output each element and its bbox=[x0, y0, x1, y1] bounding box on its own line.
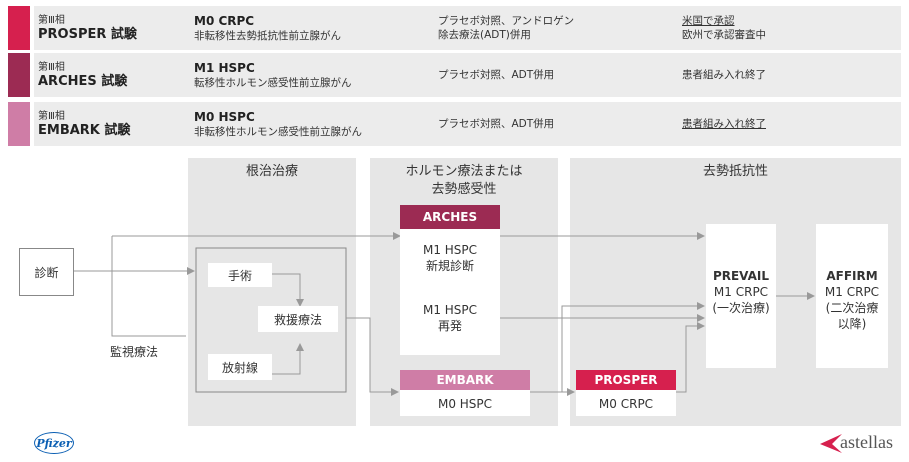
arches-line: M1 HSPC bbox=[422, 243, 478, 257]
design-text: プラセボ対照、アンドロゲン bbox=[438, 15, 575, 27]
design-text: プラセボ対照、ADT併用 bbox=[438, 118, 555, 130]
astellas-logo: astellas bbox=[818, 428, 909, 458]
trial-row-prosper: 第Ⅲ相 PROSPER 試験 M0 CRPC 非転移性去勢抵抗性前立腺がん プラ… bbox=[8, 6, 901, 50]
affirm-title: AFFIRM bbox=[826, 269, 878, 283]
phase-label: 第Ⅲ相 bbox=[38, 110, 65, 122]
status-text: 欧州で承認審査中 bbox=[682, 29, 766, 41]
indication-desc: 非転移性去勢抵抗性前立腺がん bbox=[194, 29, 341, 42]
embark-box: EMBARK M0 HSPC bbox=[400, 370, 530, 416]
prosper-box: PROSPER M0 CRPC bbox=[576, 370, 676, 416]
column-curative bbox=[188, 158, 356, 426]
trial-row-cells: 第Ⅲ相 PROSPER 試験 M0 CRPC 非転移性去勢抵抗性前立腺がん プラ… bbox=[34, 6, 901, 50]
column-title-hormone: ホルモン療法または 去勢感受性 bbox=[405, 164, 523, 197]
indication-code: M1 HSPC bbox=[194, 60, 255, 75]
indication-desc: 転移性ホルモン感受性前立腺がん bbox=[194, 76, 352, 89]
trial-name: EMBARK 試験 bbox=[38, 122, 131, 138]
status-link[interactable]: 患者組み入れ終了 bbox=[682, 118, 766, 130]
prevail-line: (一次治療) bbox=[712, 301, 770, 315]
indication-code: M0 HSPC bbox=[194, 109, 255, 124]
prosper-tag: PROSPER bbox=[576, 370, 676, 390]
prosper-line: M0 CRPC bbox=[598, 397, 654, 411]
column-title-resistant: 去勢抵抗性 bbox=[702, 164, 768, 179]
affirm-box: AFFIRM M1 CRPC (二次治療 以降) bbox=[816, 224, 888, 368]
phase-label: 第Ⅲ相 bbox=[38, 61, 65, 73]
trial-name: ARCHES 試験 bbox=[38, 73, 128, 89]
trial-row-cells: 第Ⅲ相 ARCHES 試験 M1 HSPC 転移性ホルモン感受性前立腺がん プラ… bbox=[34, 53, 901, 97]
trial-name: PROSPER 試験 bbox=[38, 26, 137, 42]
affirm-line: M1 CRPC bbox=[824, 285, 880, 299]
trial-row-arches: 第Ⅲ相 ARCHES 試験 M1 HSPC 転移性ホルモン感受性前立腺がん プラ… bbox=[8, 53, 901, 97]
color-swatch bbox=[8, 53, 30, 97]
affirm-line: 以降) bbox=[837, 317, 867, 331]
diagnosis-box: 診断 bbox=[19, 248, 74, 296]
prevail-box: PREVAIL M1 CRPC (一次治療) bbox=[706, 224, 776, 368]
trial-row-embark: 第Ⅲ相 EMBARK 試験 M0 HSPC 非転移性ホルモン感受性前立腺がん プ… bbox=[8, 102, 901, 146]
phase-label: 第Ⅲ相 bbox=[38, 14, 65, 26]
radiation-box: 放射線 bbox=[208, 354, 272, 380]
arches-box: ARCHES M1 HSPC 新規診断 M1 HSPC 再発 bbox=[400, 205, 500, 355]
status-text: 患者組み入れ終了 bbox=[682, 69, 766, 81]
arches-line: M1 HSPC bbox=[422, 303, 478, 317]
surgery-box: 手術 bbox=[208, 263, 272, 287]
prevail-title: PREVAIL bbox=[712, 269, 770, 283]
prevail-line: M1 CRPC bbox=[713, 285, 769, 299]
embark-line: M0 HSPC bbox=[437, 397, 493, 411]
color-swatch bbox=[8, 102, 30, 146]
arches-tag: ARCHES bbox=[400, 205, 500, 229]
salvage-box: 救援療法 bbox=[258, 306, 338, 332]
trial-row-cells: 第Ⅲ相 EMBARK 試験 M0 HSPC 非転移性ホルモン感受性前立腺がん プ… bbox=[34, 102, 901, 146]
affirm-line: (二次治療 bbox=[825, 301, 879, 315]
indication-code: M0 CRPC bbox=[194, 13, 255, 28]
arches-line: 再発 bbox=[437, 319, 462, 333]
indication-desc: 非転移性ホルモン感受性前立腺がん bbox=[194, 125, 362, 138]
surveillance-label: 監視療法 bbox=[110, 345, 159, 359]
design-text: プラセボ対照、ADT併用 bbox=[438, 69, 555, 81]
color-swatch bbox=[8, 6, 30, 50]
embark-tag: EMBARK bbox=[400, 370, 530, 390]
status-link[interactable]: 米国で承認 bbox=[682, 15, 735, 27]
column-title-curative: 根治治療 bbox=[245, 164, 298, 179]
design-text: 除去療法(ADT)併用 bbox=[438, 29, 531, 41]
pfizer-logo: Pfizer bbox=[34, 432, 74, 454]
astellas-star-icon bbox=[820, 434, 842, 453]
arches-line: 新規診断 bbox=[425, 259, 474, 273]
